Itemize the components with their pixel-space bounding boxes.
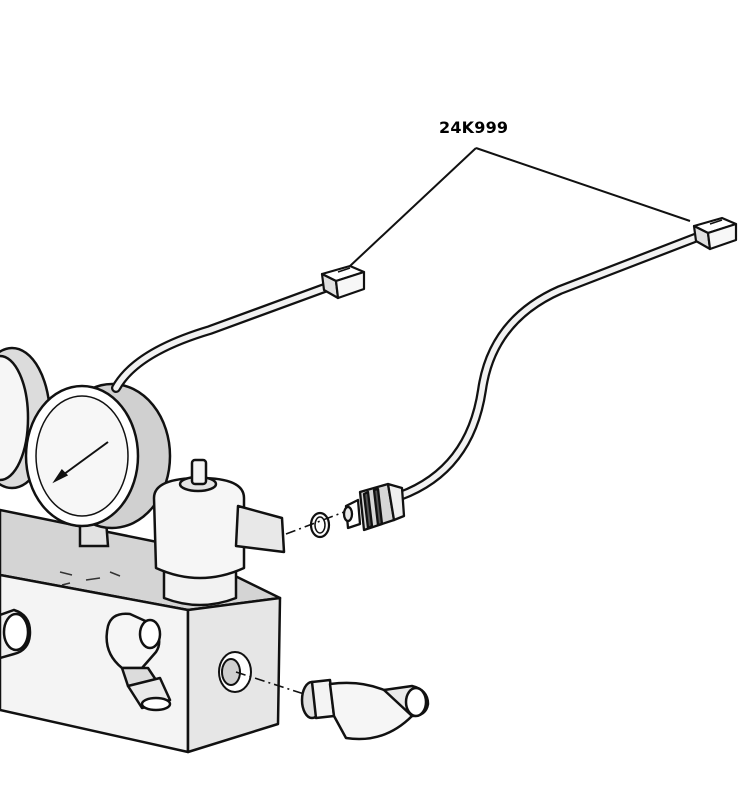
front-elbow-fitting	[105, 612, 172, 712]
o-ring	[309, 511, 331, 539]
callout-leader-lines	[349, 147, 691, 267]
gauge-hose	[111, 281, 335, 393]
valve-handle	[152, 458, 286, 607]
pressure-transducer	[342, 482, 406, 532]
cable-connector-right	[692, 216, 738, 251]
transducer-hose	[395, 231, 705, 501]
part-number-callout: 24K999	[439, 118, 509, 137]
manifold-port-hole	[218, 651, 252, 693]
cable-connector-left	[320, 264, 366, 300]
pressure-gauge	[24, 382, 172, 548]
assembly-centerlines	[235, 511, 345, 695]
left-partial-fitting	[0, 608, 32, 660]
elbow-fitting	[300, 678, 430, 741]
